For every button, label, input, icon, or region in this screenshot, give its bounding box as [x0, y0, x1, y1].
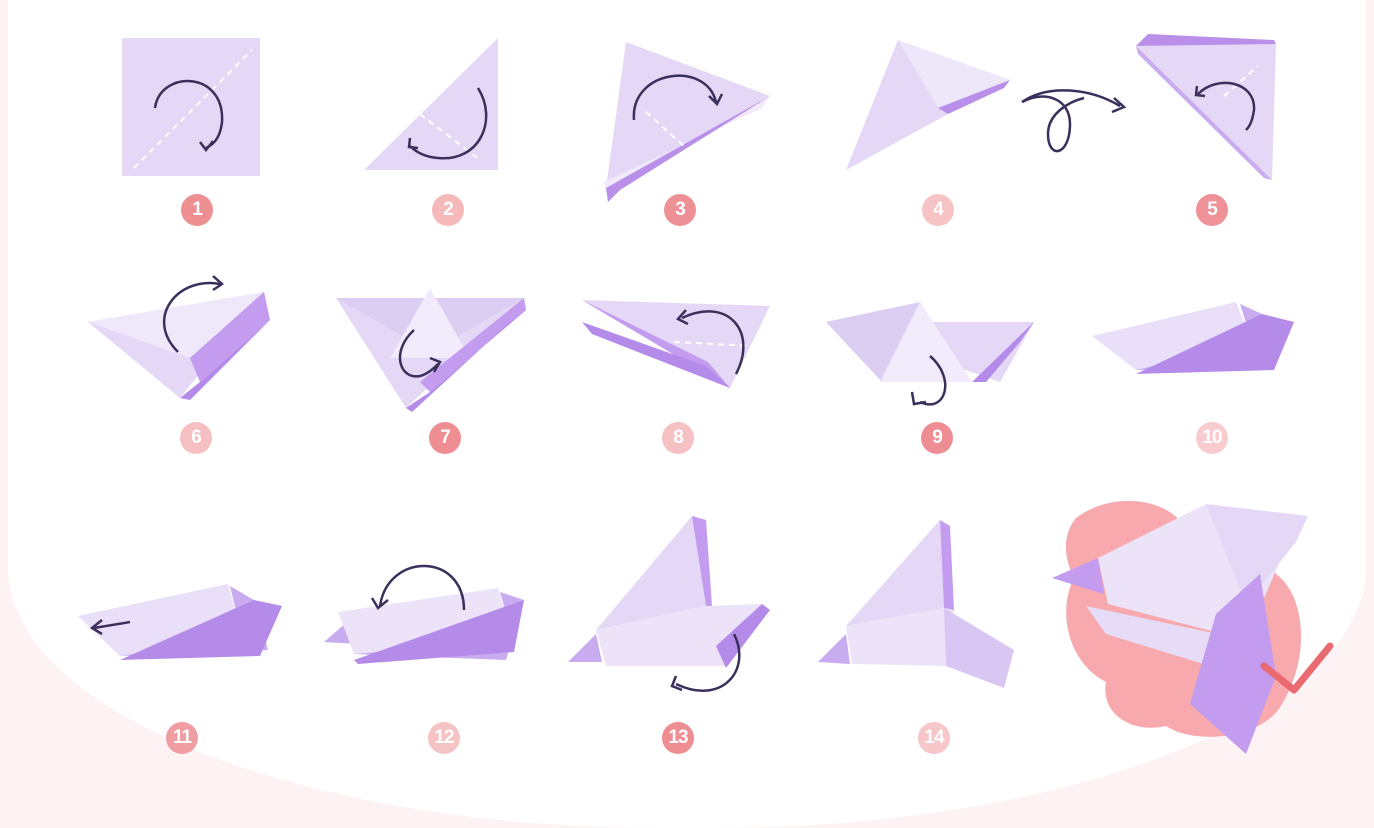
step-2: 2 — [350, 30, 530, 230]
step-number-badge: 11 — [166, 722, 198, 754]
step-3: 3 — [590, 30, 790, 230]
step-8: 8 — [578, 262, 788, 462]
step-5-figure — [1128, 30, 1298, 190]
step-number-badge: 8 — [662, 422, 694, 454]
step-8-figure — [578, 262, 788, 412]
step-1: 1 — [100, 30, 280, 230]
step-7-figure — [330, 262, 530, 412]
step-number-badge: 12 — [428, 722, 460, 754]
step-number-badge: 2 — [432, 194, 464, 226]
step-10: 10 — [1088, 262, 1308, 462]
step-3-figure — [590, 30, 790, 200]
step-10-figure — [1088, 262, 1308, 412]
step-number-badge: 10 — [1196, 422, 1228, 454]
step-9-figure — [820, 262, 1040, 422]
step-number-badge: 4 — [922, 194, 954, 226]
step-2-figure — [350, 30, 530, 190]
final-result — [1046, 494, 1346, 764]
step-11: 11 — [72, 556, 292, 756]
step-12: 12 — [318, 556, 538, 756]
step-1-figure — [100, 30, 280, 190]
step-number-badge: 6 — [180, 422, 212, 454]
step-14: 14 — [814, 510, 1034, 750]
final-origami-figure — [1046, 494, 1346, 764]
step-number-badge: 5 — [1196, 194, 1228, 226]
step-5: 5 — [1128, 30, 1298, 230]
step-13: 13 — [566, 510, 786, 750]
step-number-badge: 13 — [662, 722, 694, 754]
step-number-badge: 1 — [181, 194, 213, 226]
step-number-badge: 3 — [664, 194, 696, 226]
step-6-figure — [80, 262, 280, 412]
step-6: 6 — [80, 262, 280, 462]
step-14-figure — [814, 510, 1034, 710]
step-number-badge: 7 — [429, 422, 461, 454]
step-number-badge: 14 — [918, 722, 950, 754]
step-9: 9 — [820, 262, 1040, 462]
step-7: 7 — [330, 262, 530, 462]
step-12-figure — [318, 556, 538, 676]
step-4: 4 — [838, 30, 1138, 230]
step-11-figure — [72, 556, 292, 676]
step-13-figure — [566, 510, 786, 710]
step-4-figure — [838, 30, 1138, 190]
step-number-badge: 9 — [921, 422, 953, 454]
